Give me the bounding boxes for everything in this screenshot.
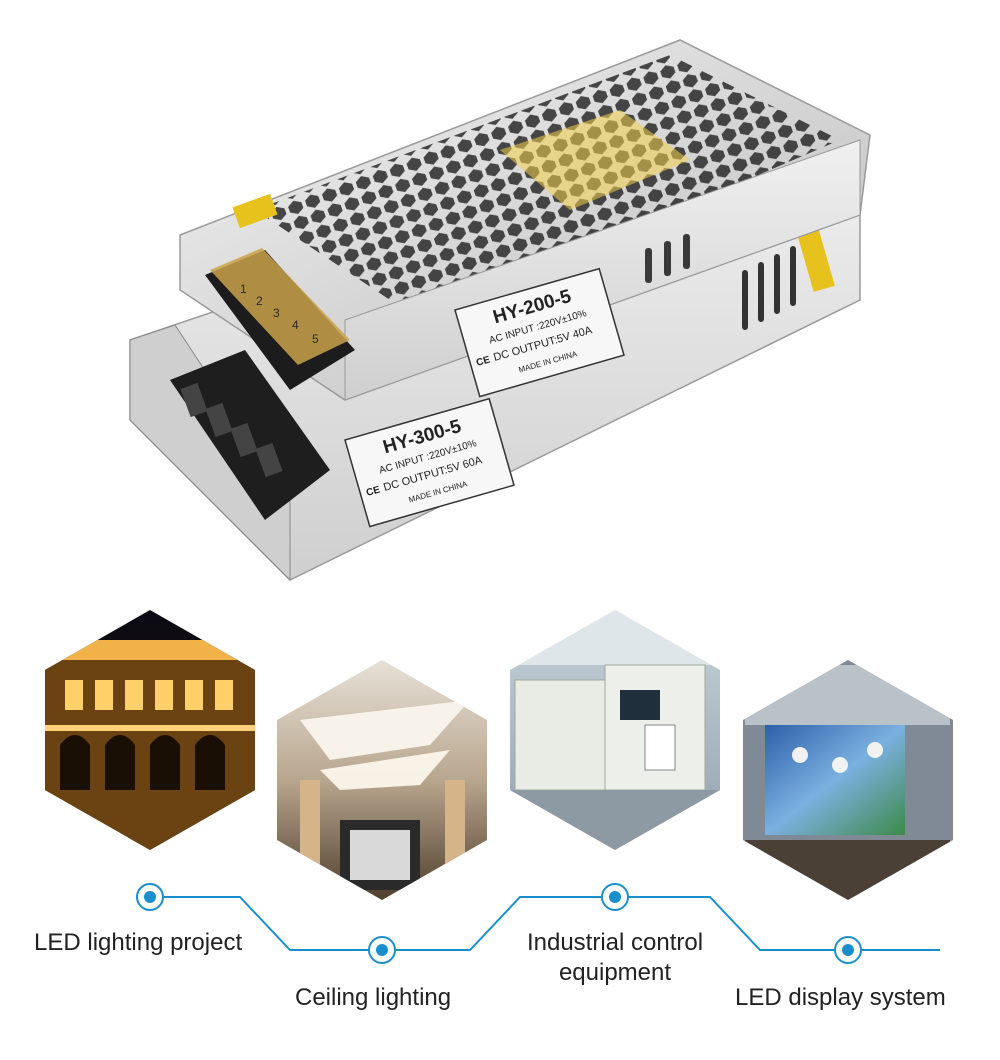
power-supply-illustration: HY-300-5 AC INPUT :220V±10% CE DC OUTPUT… — [129, 39, 871, 582]
hex-image-industrial-control — [510, 610, 720, 850]
applications-connector-line — [150, 896, 940, 951]
connector-node-2 — [368, 936, 396, 964]
connector-node-1 — [136, 883, 164, 911]
top-terminal-block: 1 2 3 4 5 — [205, 248, 355, 390]
top-side-slots — [645, 234, 690, 283]
top-warning-sticker — [232, 193, 278, 229]
top-unit-label-plate: HY-200-5 AC INPUT :220V±10% CE DC OUTPUT… — [454, 267, 625, 398]
hex-image-led-lighting-project — [45, 610, 255, 850]
connector-node-4 — [834, 936, 862, 964]
hex-image-led-display — [743, 660, 953, 900]
connector-node-3 — [601, 883, 629, 911]
top-ce-mark: CE — [475, 354, 492, 368]
label-industrial-control: Industrial control equipment — [505, 929, 725, 987]
top-power-supply-unit: 1 2 3 4 5 HY-200-5 AC INPUT :220V±10% CE… — [179, 39, 871, 401]
bottom-warning-sticker — [797, 228, 835, 292]
hex-image-ceiling-lighting — [277, 660, 487, 900]
terminal-1: 1 — [240, 282, 247, 296]
terminal-5: 5 — [312, 332, 319, 346]
label-led-lighting-project: LED lighting project — [34, 929, 243, 956]
label-ceiling-lighting: Ceiling lighting — [295, 984, 452, 1011]
bottom-terminal-block — [170, 350, 330, 520]
terminal-2: 2 — [256, 294, 263, 308]
label-industrial-control-line1: Industrial control — [526, 929, 704, 956]
terminal-3: 3 — [273, 306, 280, 320]
bottom-unit-label-plate: HY-300-5 AC INPUT :220V±10% CE DC OUTPUT… — [344, 397, 515, 528]
terminal-4: 4 — [292, 318, 299, 332]
bottom-ce-mark: CE — [365, 484, 382, 498]
bottom-side-vents — [742, 246, 796, 330]
label-industrial-control-line2: equipment — [558, 959, 672, 986]
label-led-display-system: LED display system — [735, 984, 946, 1011]
